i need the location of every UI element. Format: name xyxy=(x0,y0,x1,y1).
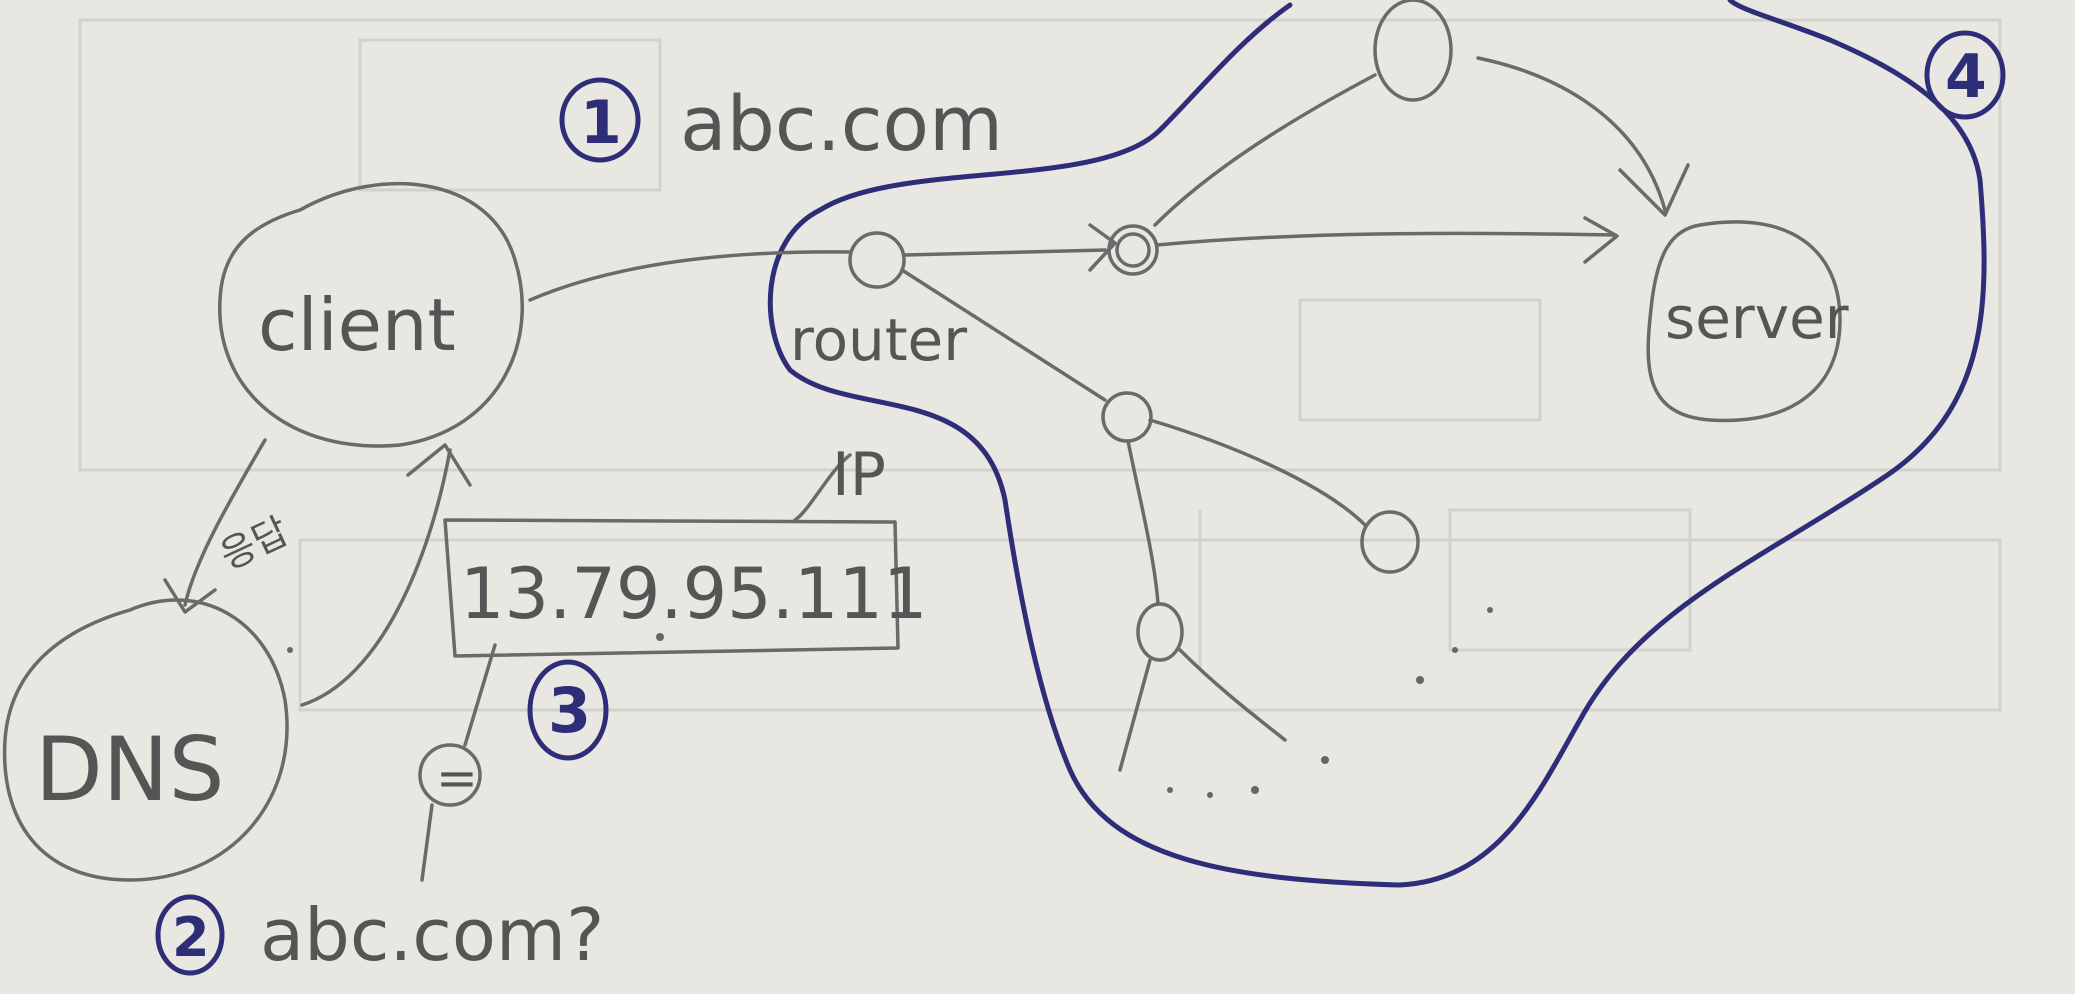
step-3: 3 xyxy=(527,659,609,761)
client-to-dns-path xyxy=(183,438,267,607)
ip-tag-label: IP xyxy=(832,440,886,510)
router-node-right xyxy=(1360,510,1420,574)
step-4-number: 4 xyxy=(1945,42,1987,112)
dns-node: DNS xyxy=(2,598,289,882)
step-1-number: 1 xyxy=(580,88,622,158)
equals-label: = xyxy=(436,749,478,807)
step-3-number: 3 xyxy=(548,674,591,747)
equals-node xyxy=(418,743,482,807)
dns-label: DNS xyxy=(35,718,224,821)
step-2-number: 2 xyxy=(172,906,210,969)
server-node: server xyxy=(1646,220,1849,423)
router-node-main xyxy=(848,231,906,289)
dns-to-client-arrow xyxy=(300,448,452,707)
domain-bottom-label: abc.com? xyxy=(260,893,604,977)
korean-note: 응답 xyxy=(213,509,295,578)
ip-address-text: 13.79.95.111 xyxy=(460,553,928,635)
client-to-router-path xyxy=(528,250,852,302)
network-boundary-cloud xyxy=(767,0,1987,888)
top-to-server-arrow xyxy=(1476,56,1667,212)
router-node-bottom xyxy=(1136,602,1184,662)
server-label: server xyxy=(1665,284,1849,352)
ip-address-box: 13.79.95.111 xyxy=(443,518,928,658)
router-node-lower xyxy=(1101,391,1153,443)
step-2: 2 xyxy=(155,894,225,976)
mid-to-server-path xyxy=(1155,231,1617,247)
router-node-top xyxy=(1373,0,1453,102)
router-label: router xyxy=(790,306,967,374)
step-4: 4 xyxy=(1924,30,2006,120)
client-node: client xyxy=(218,181,524,448)
connections xyxy=(163,56,1690,882)
continuation-dots xyxy=(287,607,1493,798)
domain-top-label: abc.com xyxy=(680,79,1003,168)
step-1: 1 xyxy=(559,77,641,163)
client-label: client xyxy=(258,283,456,367)
